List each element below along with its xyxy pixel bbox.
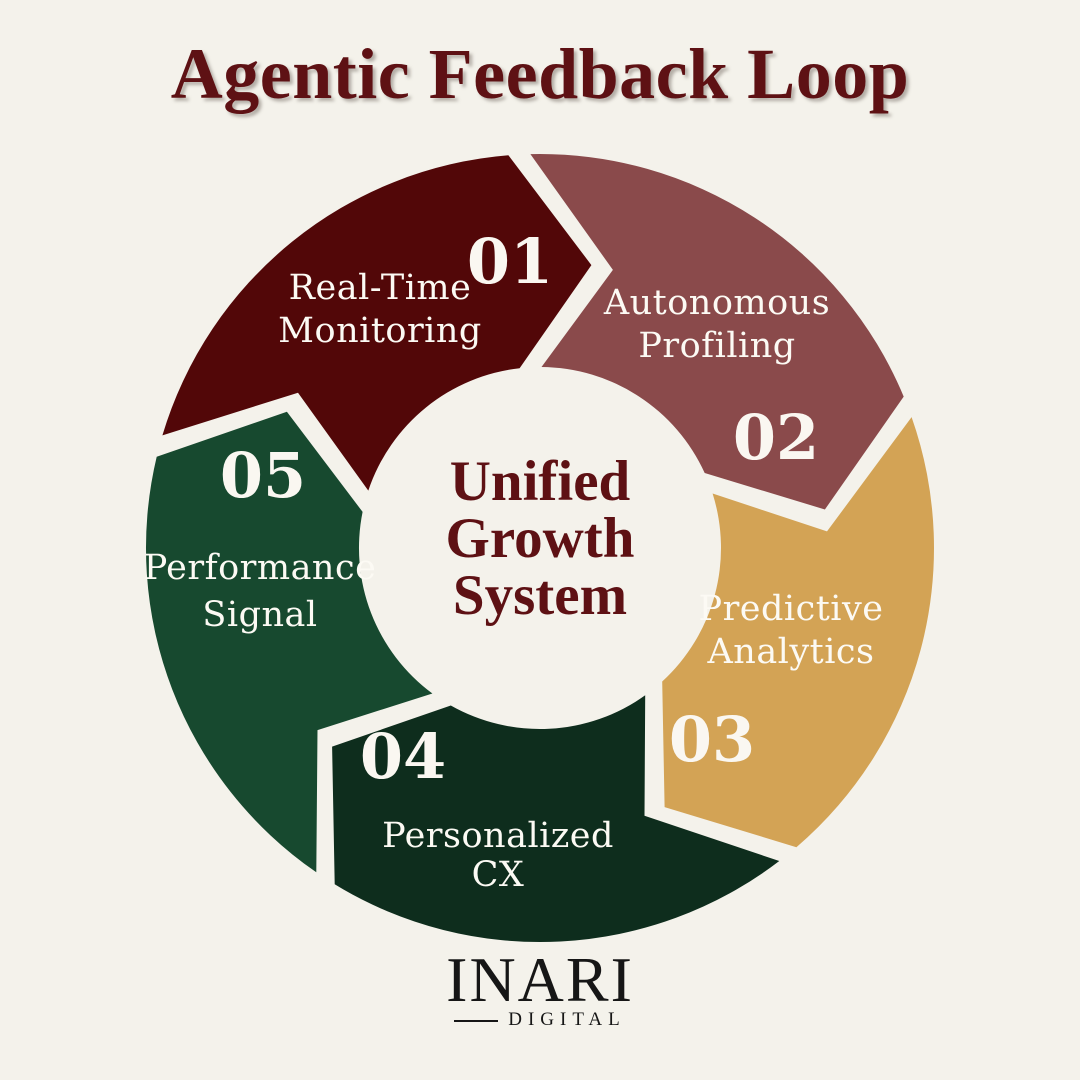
segment-03-shape	[662, 417, 934, 848]
segment-02-number: 02	[733, 401, 819, 474]
segment-05-number: 05	[220, 439, 306, 512]
center-label: Unified Growth System	[446, 450, 635, 627]
center-label-line1: Unified	[450, 450, 631, 513]
segment-numbers: 01 02 03 04 05	[220, 225, 819, 793]
page-title: Agentic Feedback Loop	[170, 34, 910, 114]
segment-01-number: 01	[467, 225, 553, 298]
segment-02-label-line1: Autonomous	[603, 283, 830, 323]
brand-sub-lockup: DIGITAL	[0, 1010, 1080, 1029]
segment-03-number: 03	[669, 703, 755, 776]
segment-01-shape	[162, 155, 592, 491]
segment-05-shape	[145, 411, 433, 873]
segment-03-label-line2: Analytics	[707, 632, 875, 672]
center-label-line2: Growth	[446, 507, 635, 570]
segment-02-shape	[530, 153, 904, 510]
segment-04-number: 04	[360, 720, 446, 793]
segment-02-label-line2: Profiling	[638, 326, 795, 366]
segment-03-label-line1: Predictive	[699, 589, 884, 629]
logo-dash	[454, 1019, 499, 1022]
segment-04-label-line2: CX	[472, 855, 525, 895]
segment-05-label-line1: Performance	[144, 548, 377, 588]
segment-04-shape	[332, 695, 780, 943]
center-label-line3: System	[453, 564, 627, 627]
segment-01-label-line2: Monitoring	[278, 311, 482, 351]
segment-labels: Real-Time Monitoring Autonomous Profilin…	[144, 268, 884, 895]
segment-05-label-line2: Signal	[202, 595, 317, 635]
brand-logo: INARI	[446, 944, 634, 1015]
segment-01-label-line1: Real-Time	[289, 268, 472, 308]
segment-04-label-line1: Personalized	[382, 816, 614, 856]
brand-sub-label: DIGITAL	[508, 1009, 626, 1030]
ring-segments	[145, 153, 934, 943]
